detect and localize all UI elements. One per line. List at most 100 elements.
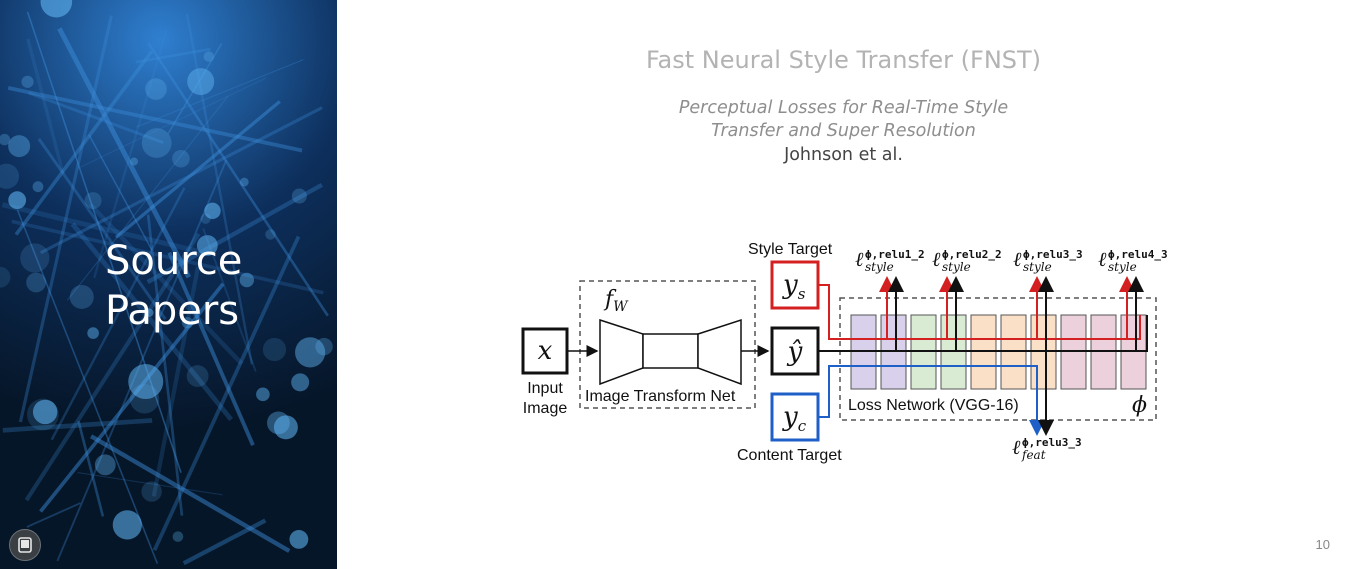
network-strand bbox=[135, 47, 211, 64]
ell-symbol: ℓ bbox=[1012, 435, 1021, 459]
network-node bbox=[20, 243, 50, 273]
sidebar-panel: Source Papers bbox=[0, 0, 337, 569]
input-x-box bbox=[521, 327, 569, 375]
network-node bbox=[87, 327, 99, 339]
network-node bbox=[84, 192, 102, 210]
ys-symbol: ys bbox=[782, 270, 806, 303]
network-strand bbox=[152, 235, 301, 552]
network-strand bbox=[77, 420, 105, 517]
encoder-shape bbox=[599, 318, 644, 386]
architecture-diagram: fW Image Transform Net x Input Image Sty… bbox=[521, 241, 1168, 464]
network-node bbox=[172, 531, 184, 542]
decoder-shape bbox=[697, 318, 742, 386]
network-node bbox=[129, 157, 138, 166]
network-strand bbox=[57, 27, 192, 279]
network-strand bbox=[167, 43, 223, 135]
loss-network-label: Loss Network (VGG-16) bbox=[848, 397, 1019, 414]
style-target-label: Style Target bbox=[748, 241, 833, 258]
loss-sub-label: feat bbox=[1021, 448, 1046, 462]
network-strand bbox=[146, 182, 323, 285]
network-strand bbox=[50, 187, 186, 441]
transform-net-label: Image Transform Net bbox=[585, 388, 736, 405]
network-strand bbox=[147, 42, 329, 317]
content-target-label: Content Target bbox=[737, 447, 842, 464]
loss-sub-label: style bbox=[865, 260, 894, 274]
network-node bbox=[289, 530, 309, 549]
network-node bbox=[141, 481, 162, 502]
network-node bbox=[265, 229, 276, 240]
bottleneck-shape bbox=[642, 333, 699, 369]
network-strand bbox=[37, 137, 167, 320]
network-strand bbox=[70, 222, 234, 422]
section-title: Source Papers bbox=[105, 236, 242, 336]
network-node bbox=[172, 149, 190, 168]
network-strand bbox=[14, 50, 154, 236]
network-strand bbox=[67, 95, 229, 301]
network-node bbox=[203, 51, 215, 62]
transform-net-box bbox=[579, 280, 756, 409]
loss-network-box bbox=[839, 297, 1157, 421]
loss-sub-label: style bbox=[1108, 260, 1137, 274]
notebook-icon bbox=[18, 537, 32, 553]
output-yhat-box bbox=[770, 326, 820, 376]
network-node bbox=[186, 365, 209, 387]
loss-layer-label: ϕ,relu3_3 bbox=[1023, 248, 1083, 261]
network-node bbox=[21, 75, 34, 88]
network-node bbox=[145, 308, 154, 317]
network-node bbox=[40, 0, 73, 18]
x-symbol: x bbox=[538, 336, 553, 366]
network-node bbox=[32, 181, 44, 193]
network-node bbox=[8, 191, 27, 210]
network-strand bbox=[26, 502, 81, 528]
network-strand bbox=[39, 282, 225, 513]
network-strand bbox=[24, 232, 201, 502]
yc-symbol: yc bbox=[782, 402, 807, 435]
loss-sub-label: style bbox=[1023, 260, 1052, 274]
network-node bbox=[141, 128, 172, 158]
network-strand bbox=[28, 91, 164, 145]
loss-layer-label: ϕ,relu3_3 bbox=[1022, 436, 1082, 449]
network-node bbox=[8, 135, 31, 158]
network-node bbox=[129, 384, 160, 414]
network-strand bbox=[26, 38, 65, 174]
network-node bbox=[295, 337, 326, 368]
network-strand bbox=[77, 77, 267, 169]
style-wire bbox=[818, 284, 1141, 340]
network-strand bbox=[151, 266, 201, 497]
ell-symbol: ℓ bbox=[932, 247, 941, 271]
network-strand bbox=[2, 418, 153, 433]
network-strand bbox=[88, 134, 153, 251]
network-strand bbox=[88, 202, 244, 366]
network-node bbox=[181, 316, 194, 329]
paper-title-line2: Transfer and Super Resolution bbox=[711, 121, 976, 141]
network-node bbox=[94, 454, 116, 476]
loss-layer-label: ϕ,relu4_3 bbox=[1108, 248, 1168, 261]
input-label-1: Input bbox=[527, 380, 563, 397]
style-target-box bbox=[770, 260, 820, 310]
signal-wires bbox=[818, 276, 1148, 436]
network-node bbox=[196, 235, 218, 256]
network-strand bbox=[7, 86, 303, 153]
loss-sub-label: style bbox=[942, 260, 971, 274]
loss-layer-label: ϕ,relu2_2 bbox=[942, 248, 1002, 261]
section-title-line1: Source bbox=[105, 238, 243, 284]
network-strand bbox=[56, 159, 228, 562]
yhat-symbol: ŷ bbox=[787, 337, 803, 367]
network-strand bbox=[11, 219, 324, 295]
network-strand bbox=[90, 434, 291, 553]
phi-symbol: ϕ bbox=[1132, 393, 1147, 418]
notes-button[interactable] bbox=[9, 529, 41, 561]
input-label-2: Image bbox=[523, 400, 568, 417]
network-node bbox=[239, 177, 249, 187]
network-node bbox=[112, 510, 142, 540]
network-node bbox=[273, 415, 298, 440]
network-strand bbox=[114, 100, 281, 239]
network-node bbox=[256, 387, 270, 402]
network-node bbox=[187, 68, 215, 96]
output-wire bbox=[818, 315, 1148, 352]
network-strand bbox=[182, 518, 267, 566]
network-strand bbox=[185, 13, 254, 365]
